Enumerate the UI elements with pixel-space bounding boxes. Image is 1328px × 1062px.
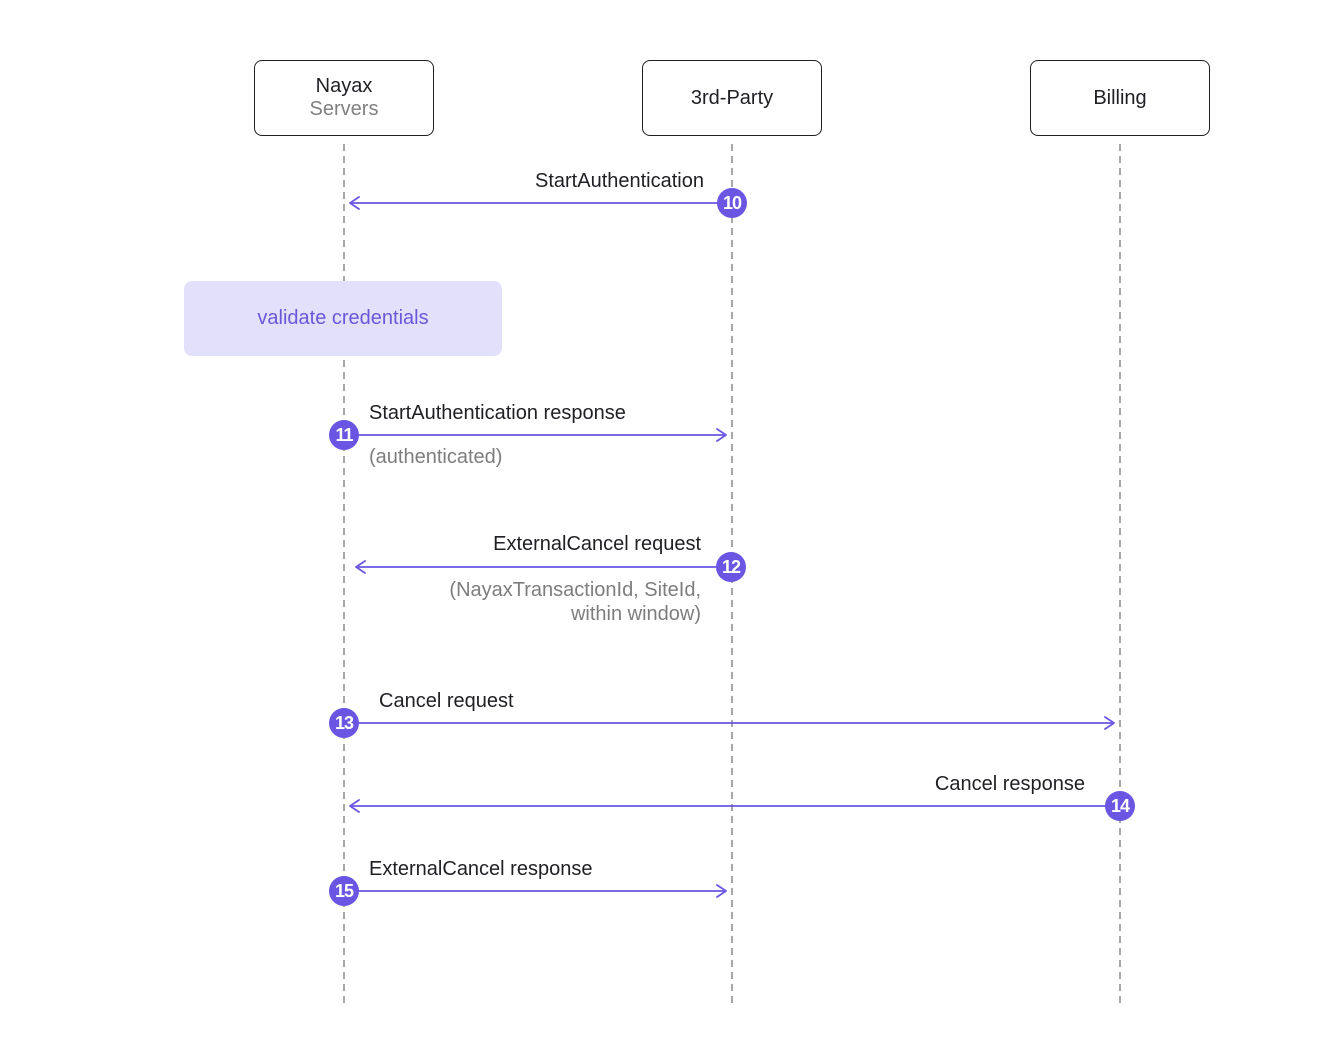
step-badge: 10 [717, 188, 747, 218]
message-subtext: within window) [570, 603, 701, 625]
step-badge: 15 [329, 876, 359, 906]
participant-name: Nayax [315, 75, 373, 97]
participant-name: Billing [1093, 86, 1147, 109]
message-label: StartAuthentication response [369, 402, 626, 424]
message-arrows [344, 196, 1120, 898]
note-text: validate credentials [257, 307, 429, 329]
message-label: Cancel request [379, 690, 514, 712]
participant-nayax-servers: Nayax Servers [254, 60, 434, 136]
message-arrow-10 [349, 196, 732, 210]
arrow-head [716, 428, 727, 442]
step-badge: 13 [329, 708, 359, 738]
arrow-head [716, 884, 727, 898]
step-badge: 12 [716, 552, 746, 582]
message-subtext: (NayaxTransactionId, SiteId, [449, 579, 701, 601]
participant-3rd-party: 3rd-Party [642, 60, 822, 136]
message-subtext: (authenticated) [369, 446, 503, 468]
participant-name: 3rd-Party [690, 86, 774, 109]
message-label: StartAuthentication [535, 170, 704, 192]
message-label: ExternalCancel request [493, 533, 701, 555]
message-arrow-12 [355, 560, 732, 574]
step-badge: 11 [329, 420, 359, 450]
step-badge: 14 [1105, 791, 1135, 821]
message-arrow-13 [344, 716, 1115, 730]
message-label: Cancel response [934, 773, 1085, 795]
arrow-head [349, 799, 360, 813]
message-arrow-11 [344, 428, 727, 442]
note-validate-credentials: validate credentials [184, 281, 502, 356]
message-arrow-15 [344, 884, 727, 898]
participant-subtitle: Servers [309, 98, 379, 120]
message-arrow-14 [349, 799, 1120, 813]
arrow-head [1104, 716, 1115, 730]
message-label: ExternalCancel response [369, 858, 593, 880]
participant-billing: Billing [1030, 60, 1210, 136]
arrow-head [349, 196, 360, 210]
arrow-head [355, 560, 366, 574]
